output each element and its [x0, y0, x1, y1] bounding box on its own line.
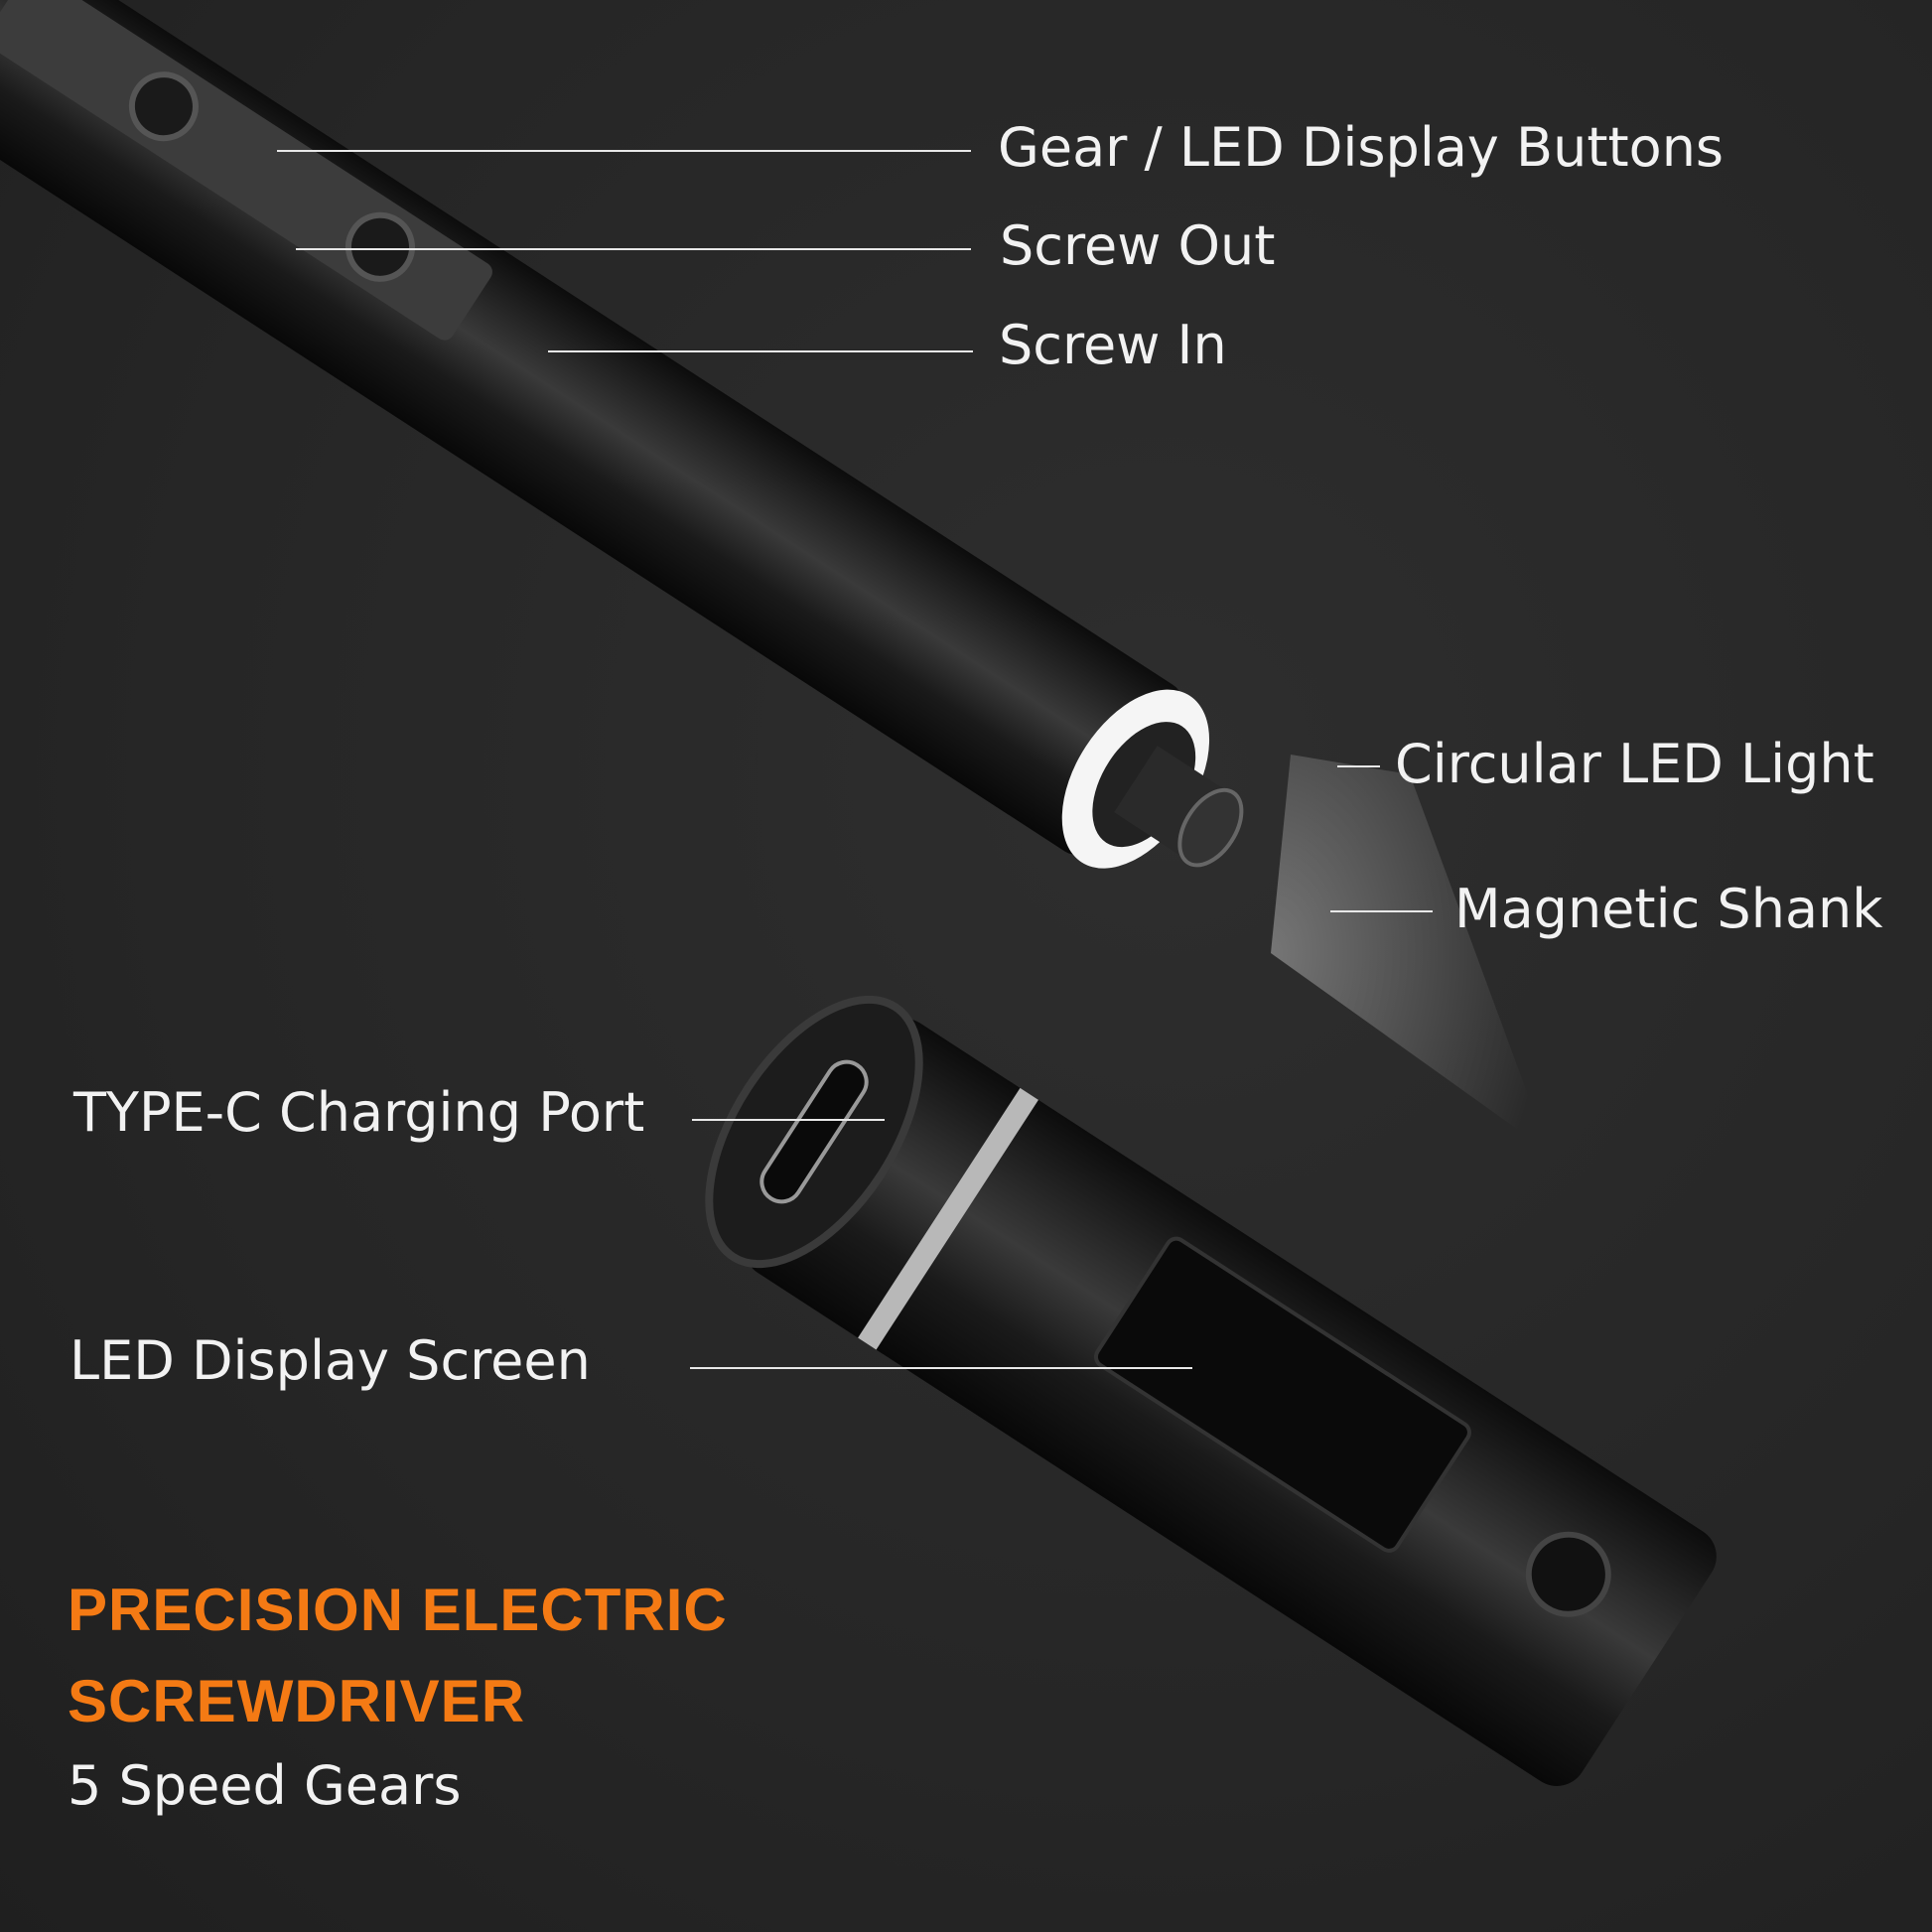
callout-led-display: LED Display Screen — [69, 1329, 591, 1392]
callout-type-c: TYPE-C Charging Port — [73, 1081, 645, 1144]
leader-line — [692, 1119, 885, 1121]
leader-line — [690, 1367, 1192, 1369]
lower-button — [1525, 1531, 1611, 1617]
leader-line — [1330, 910, 1433, 912]
leader-line — [296, 248, 971, 250]
silver-ring — [858, 1087, 1038, 1350]
gear-button — [128, 71, 199, 142]
screwdriver-upper — [0, 0, 1244, 869]
type-c-port — [759, 1059, 869, 1204]
callout-screw-in: Screw In — [999, 314, 1227, 376]
callout-screw-out: Screw Out — [1000, 214, 1276, 277]
hex-socket — [1177, 787, 1244, 868]
callout-magnetic-shank: Magnetic Shank — [1454, 878, 1883, 940]
product-title-line1: PRECISION ELECTRIC — [68, 1577, 728, 1643]
leader-line — [1337, 765, 1380, 767]
leader-line — [548, 350, 973, 352]
callout-gear-buttons: Gear / LED Display Buttons — [998, 116, 1725, 179]
led-light-beam — [1271, 755, 1549, 1152]
product-subtitle: 5 Speed Gears — [68, 1754, 462, 1817]
leader-line — [277, 150, 971, 152]
led-display — [1093, 1236, 1471, 1553]
screw-in-button — [345, 211, 415, 282]
callout-circular-led: Circular LED Light — [1395, 733, 1874, 795]
product-title-line2: SCREWDRIVER — [68, 1668, 526, 1734]
screwdriver-lower — [705, 995, 1717, 1786]
